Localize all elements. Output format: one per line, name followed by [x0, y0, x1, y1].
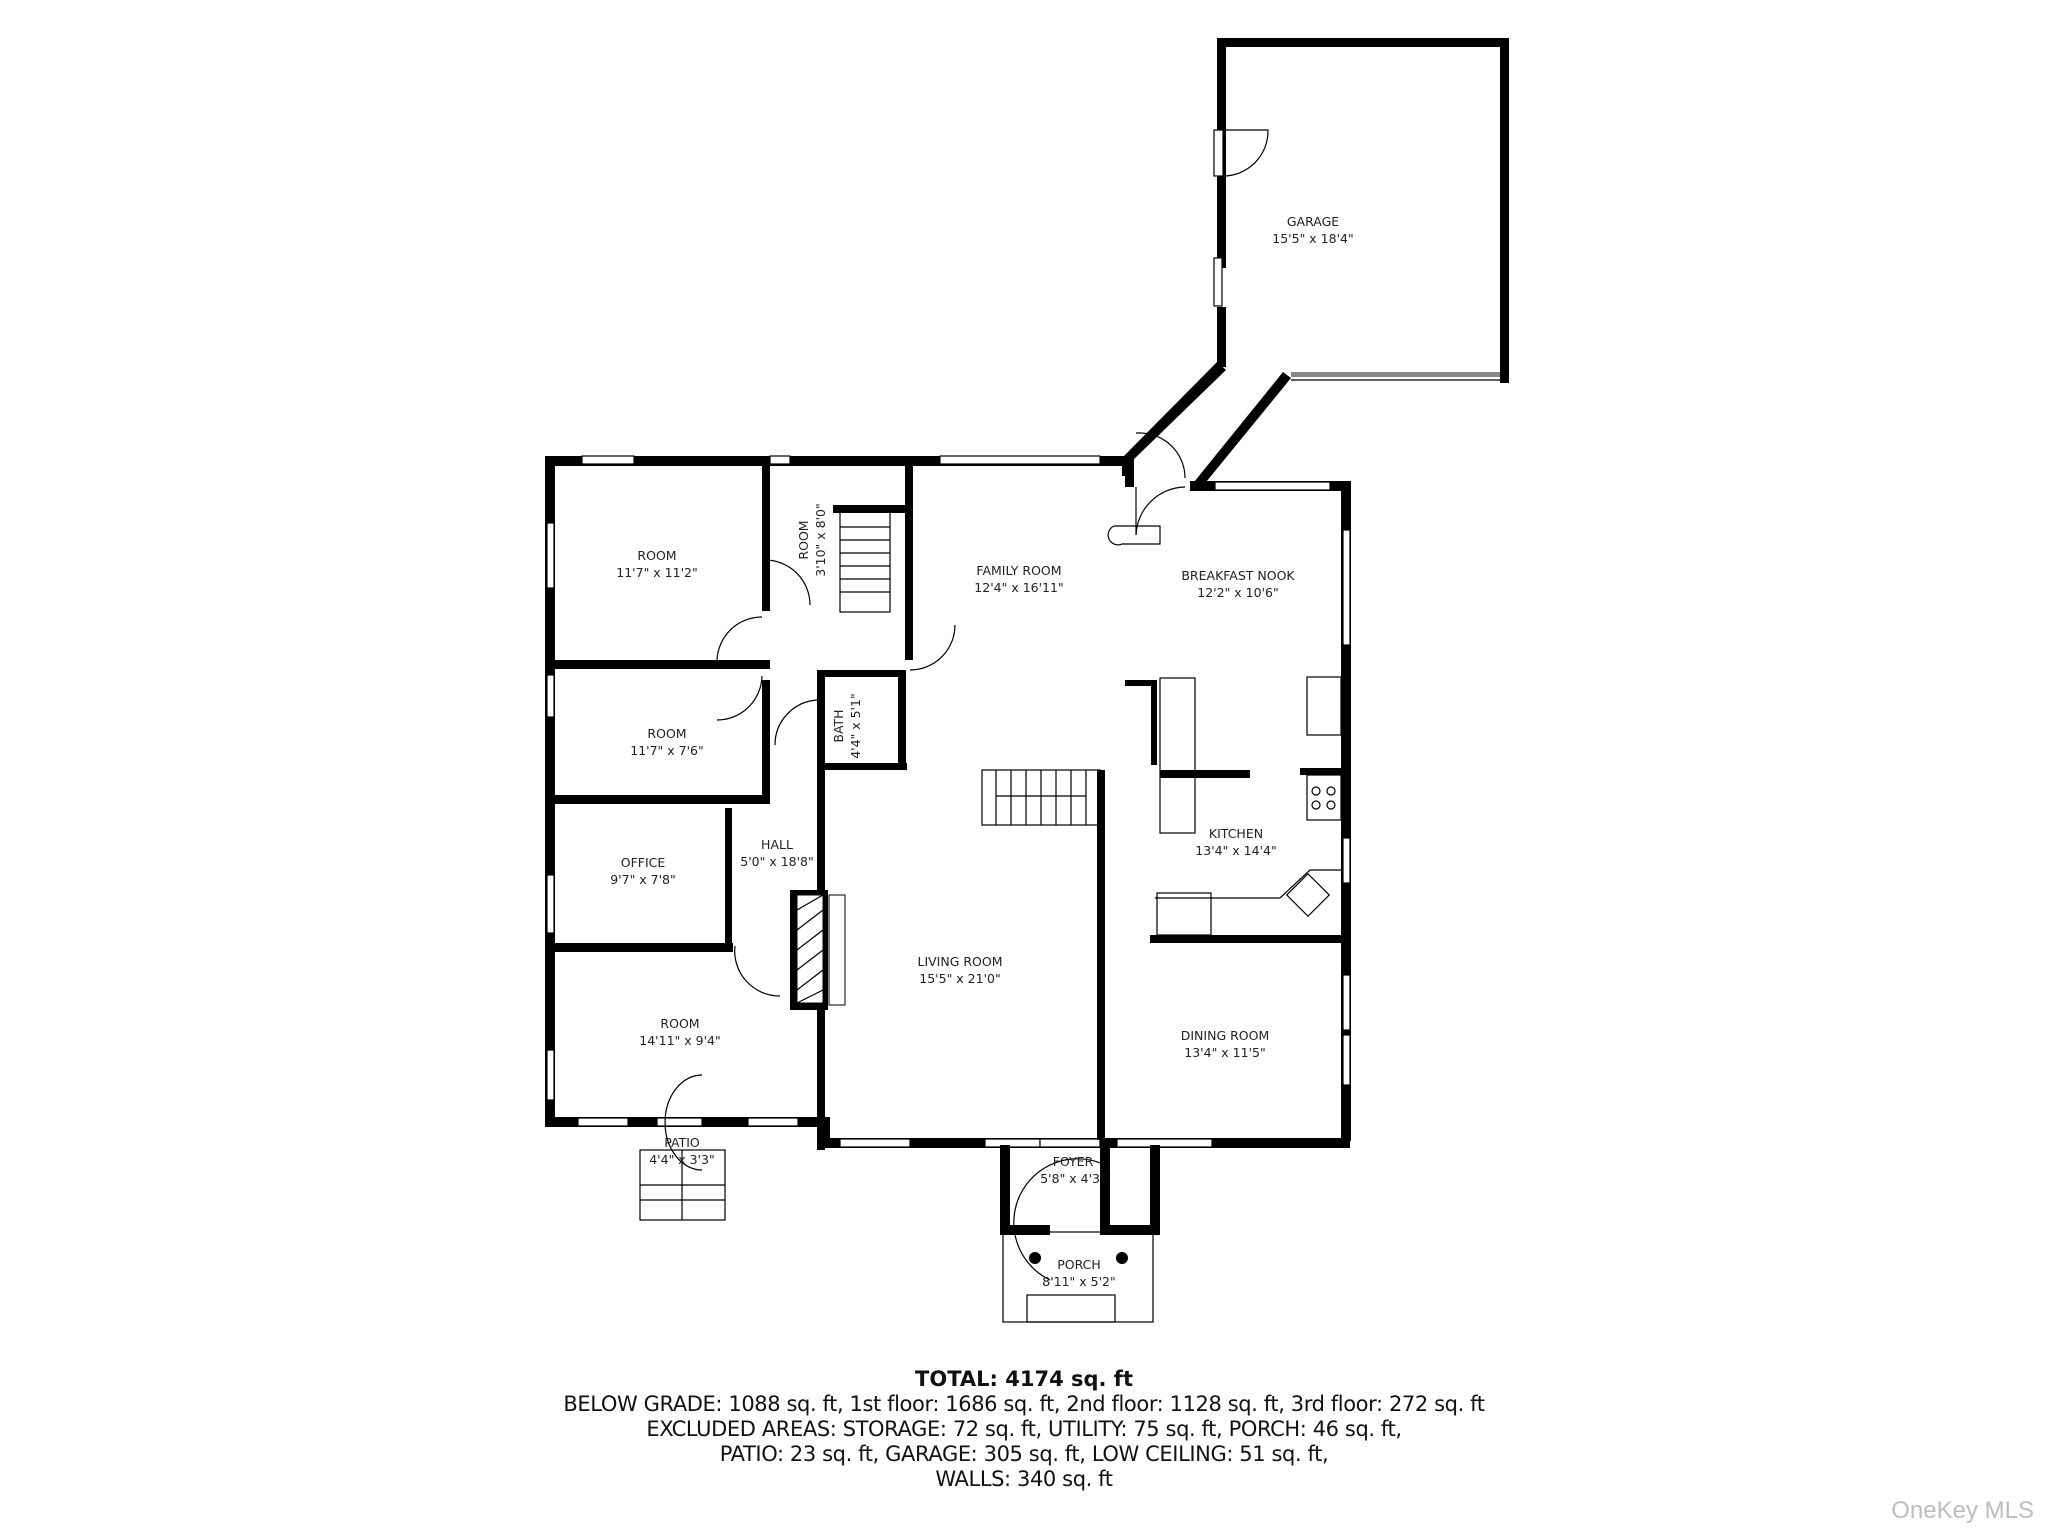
room-name: BATH: [831, 709, 846, 743]
room-name: GARAGE: [1286, 214, 1340, 229]
room-dims: 4'4" x 3'3": [649, 1152, 715, 1167]
room-name: PATIO: [664, 1135, 700, 1150]
excluded-areas-line1: EXCLUDED AREAS: STORAGE: 72 sq. ft, UTIL…: [646, 1417, 1402, 1441]
room-dims: 15'5" x 21'0": [919, 971, 1001, 986]
room-name: OFFICE: [620, 855, 666, 870]
watermark: OneKey MLS: [1891, 1497, 2034, 1524]
room-name: HALL: [761, 837, 793, 852]
room-dims: 13'4" x 14'4": [1195, 843, 1277, 858]
interior-walls: [545, 456, 1350, 1235]
room-dims: 11'7" x 7'6": [630, 743, 704, 758]
room-label-garage: GARAGE 15'5" x 18'4": [1272, 213, 1353, 247]
room-name: KITCHEN: [1208, 826, 1264, 841]
garage-walls: [1213, 38, 1509, 383]
room-label-room1: ROOM 11'7" x 11'2": [616, 547, 697, 581]
room-label-room2: ROOM 11'7" x 7'6": [630, 725, 703, 759]
room-label-room3: ROOM 14'11" x 9'4": [639, 1015, 720, 1049]
excluded-areas-line3: WALLS: 340 sq. ft: [935, 1467, 1113, 1491]
room-name: ROOM: [796, 520, 811, 560]
room-label-porch: PORCH 8'11" x 5'2": [1042, 1256, 1115, 1290]
room-dims: 4'4" x 5'1": [848, 693, 863, 759]
room-dims: 3'10" x 8'0": [813, 503, 828, 577]
room-dims: 15'5" x 18'4": [1272, 231, 1354, 246]
room-label-bath: BATH 4'4" x 5'1": [830, 693, 864, 759]
room-name: DINING ROOM: [1180, 1028, 1270, 1043]
room-name: PORCH: [1057, 1257, 1101, 1272]
room-label-foyer: FOYER 5'8" x 4'3": [1040, 1153, 1106, 1187]
room-name: FAMILY ROOM: [976, 563, 1062, 578]
room-name: ROOM: [647, 726, 687, 741]
room-name: ROOM: [660, 1016, 700, 1031]
room-label-office: OFFICE 9'7" x 7'8": [610, 854, 676, 888]
room-dims: 13'4" x 11'5": [1184, 1045, 1266, 1060]
room-dims: 9'7" x 7'8": [610, 872, 676, 887]
room-name: BREAKFAST NOOK: [1181, 568, 1295, 583]
room-label-family-room: FAMILY ROOM 12'4" x 16'11": [974, 562, 1063, 596]
room-dims: 12'4" x 16'11": [974, 580, 1064, 595]
room-dims: 14'11" x 9'4": [639, 1033, 721, 1048]
area-summary: TOTAL: 4174 sq. ft BELOW GRADE: 1088 sq.…: [0, 1366, 2048, 1492]
room-name: LIVING ROOM: [917, 954, 1003, 969]
room-label-dining-room: DINING ROOM 13'4" x 11'5": [1181, 1027, 1270, 1061]
room-dims: 12'2" x 10'6": [1197, 585, 1279, 600]
room-label-hall: HALL 5'0" x 18'8": [740, 836, 813, 870]
room-dims: 5'0" x 18'8": [740, 854, 814, 869]
room-label-breakfast-nook: BREAKFAST NOOK 12'2" x 10'6": [1181, 567, 1294, 601]
floor-areas: BELOW GRADE: 1088 sq. ft, 1st floor: 168…: [563, 1392, 1485, 1416]
room-dims: 11'7" x 11'2": [616, 565, 698, 580]
room-dims: 8'11" x 5'2": [1042, 1274, 1116, 1289]
room-label-kitchen: KITCHEN 13'4" x 14'4": [1195, 825, 1276, 859]
room-label-patio: PATIO 4'4" x 3'3": [649, 1134, 715, 1168]
room-label-small-room: ROOM 3'10" x 8'0": [795, 503, 829, 576]
room-label-living-room: LIVING ROOM 15'5" x 21'0": [917, 953, 1002, 987]
room-dims: 5'8" x 4'3": [1040, 1171, 1106, 1186]
excluded-areas-line2: PATIO: 23 sq. ft, GARAGE: 305 sq. ft, LO…: [719, 1442, 1329, 1466]
total-area: TOTAL: 4174 sq. ft: [915, 1367, 1133, 1391]
stairs-and-fixtures: [639, 511, 1342, 1323]
breezeway-walls: [1122, 362, 1291, 536]
room-name: ROOM: [637, 548, 677, 563]
room-name: FOYER: [1052, 1154, 1094, 1169]
